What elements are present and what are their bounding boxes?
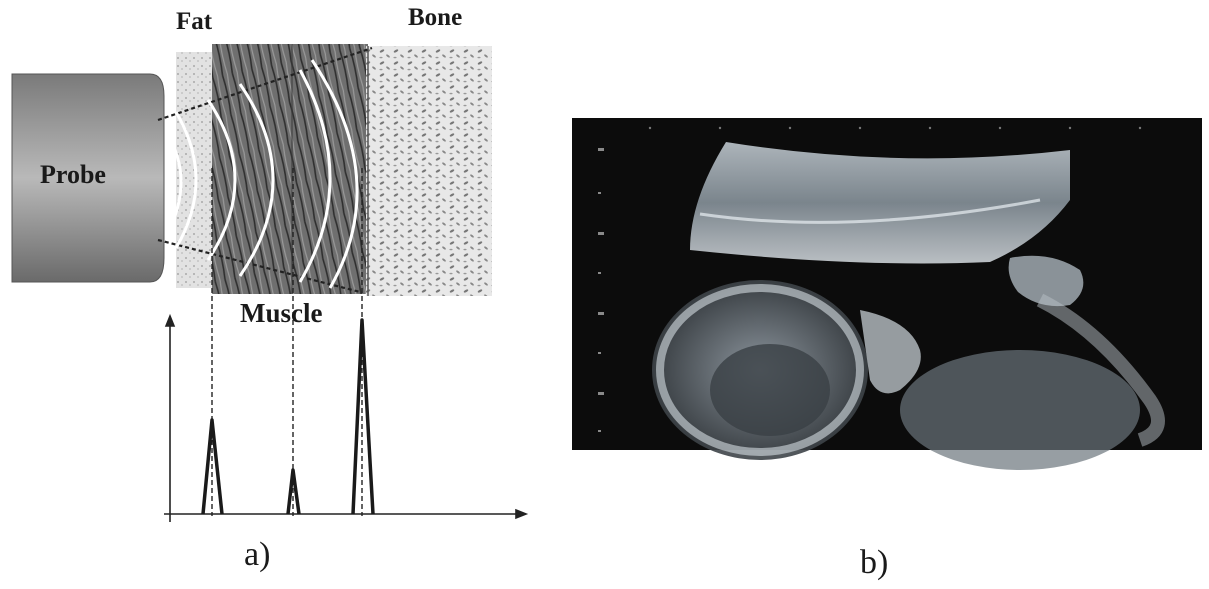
caption-b: b) bbox=[860, 544, 888, 582]
fetal-body bbox=[900, 350, 1140, 470]
probe-label: Probe bbox=[40, 160, 106, 190]
tissue-diagram bbox=[176, 44, 492, 296]
ultrasound-scan bbox=[572, 118, 1202, 470]
uterine-wall bbox=[690, 142, 1070, 264]
muscle-label: Muscle bbox=[240, 298, 322, 329]
bone-label: Bone bbox=[408, 4, 462, 32]
bone-echo-spike bbox=[353, 320, 373, 514]
echo-spikes bbox=[203, 320, 373, 514]
fat-label: Fat bbox=[176, 8, 212, 36]
bone-layer bbox=[366, 46, 492, 296]
caption-a: a) bbox=[244, 536, 270, 574]
